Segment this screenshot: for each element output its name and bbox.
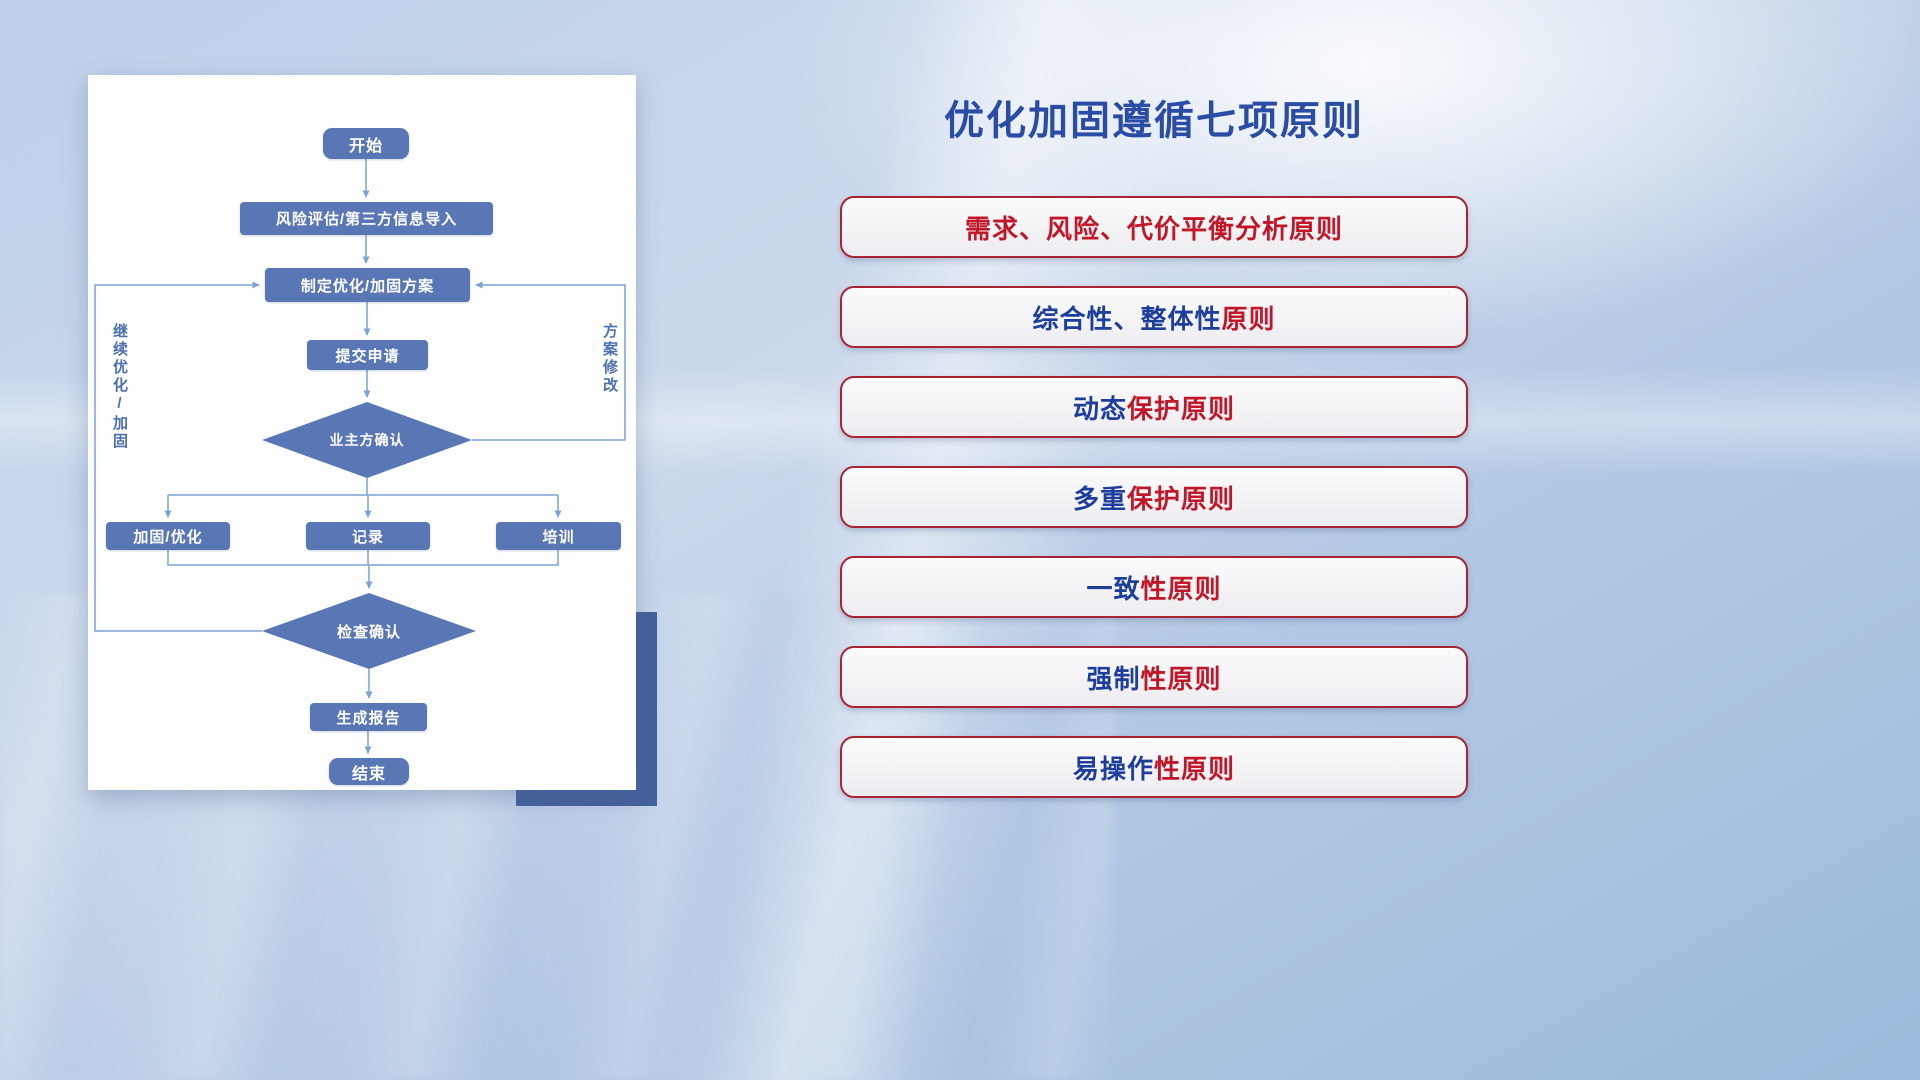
principle-text-segment: 多重 xyxy=(1072,483,1127,514)
principle-text-segment: 性原则 xyxy=(1140,663,1222,694)
node-start: 开始 xyxy=(323,128,409,159)
principle-text-segment: 保护原则 xyxy=(1127,483,1236,514)
principles-list: 需求、风险、代价平衡分析原则综合性、整体性原则动态保护原则多重保护原则一致性原则… xyxy=(840,196,1468,826)
principle-item: 需求、风险、代价平衡分析原则 xyxy=(840,196,1468,258)
flowchart-card: 开始 风险评估/第三方信息导入 制定优化/加固方案 提交申请 业主方确认 加固/… xyxy=(88,75,636,790)
principle-text-segment: 性原则 xyxy=(1140,573,1222,604)
principle-item: 强制性原则 xyxy=(840,646,1468,708)
node-record: 记录 xyxy=(306,522,430,550)
principle-item: 多重保护原则 xyxy=(840,466,1468,528)
node-end: 结束 xyxy=(329,758,409,785)
node-generate-report: 生成报告 xyxy=(310,703,427,731)
principle-text-segment: 原则 xyxy=(1221,303,1276,334)
node-training: 培训 xyxy=(496,522,621,550)
node-risk-import: 风险评估/第三方信息导入 xyxy=(240,202,493,235)
principle-text-segment: 性原则 xyxy=(1154,753,1236,784)
principle-item: 易操作性原则 xyxy=(840,736,1468,798)
principle-text-segment: 强制 xyxy=(1086,663,1141,694)
left-loop-label: 继续优化/加固 xyxy=(111,323,128,451)
principle-text-segment: 需求、风险、代价平衡分析原则 xyxy=(964,213,1343,244)
right-loop-label: 方案修改 xyxy=(601,323,618,395)
principle-item: 综合性、整体性原则 xyxy=(840,286,1468,348)
node-submit-request: 提交申请 xyxy=(307,340,428,370)
principle-text-segment: 一致 xyxy=(1086,573,1141,604)
principle-item: 一致性原则 xyxy=(840,556,1468,618)
node-reinforce-optimize: 加固/优化 xyxy=(106,522,230,550)
principle-item: 动态保护原则 xyxy=(840,376,1468,438)
page-title: 优化加固遵循七项原则 xyxy=(944,99,1364,143)
flowchart-connectors xyxy=(94,159,626,754)
principle-text-segment: 保护原则 xyxy=(1127,393,1236,424)
principle-text-segment: 动态 xyxy=(1072,393,1127,424)
node-make-plan: 制定优化/加固方案 xyxy=(265,268,470,302)
principle-text-segment: 易操作 xyxy=(1072,753,1154,784)
principle-text-segment: 综合性、整体性 xyxy=(1032,303,1222,334)
